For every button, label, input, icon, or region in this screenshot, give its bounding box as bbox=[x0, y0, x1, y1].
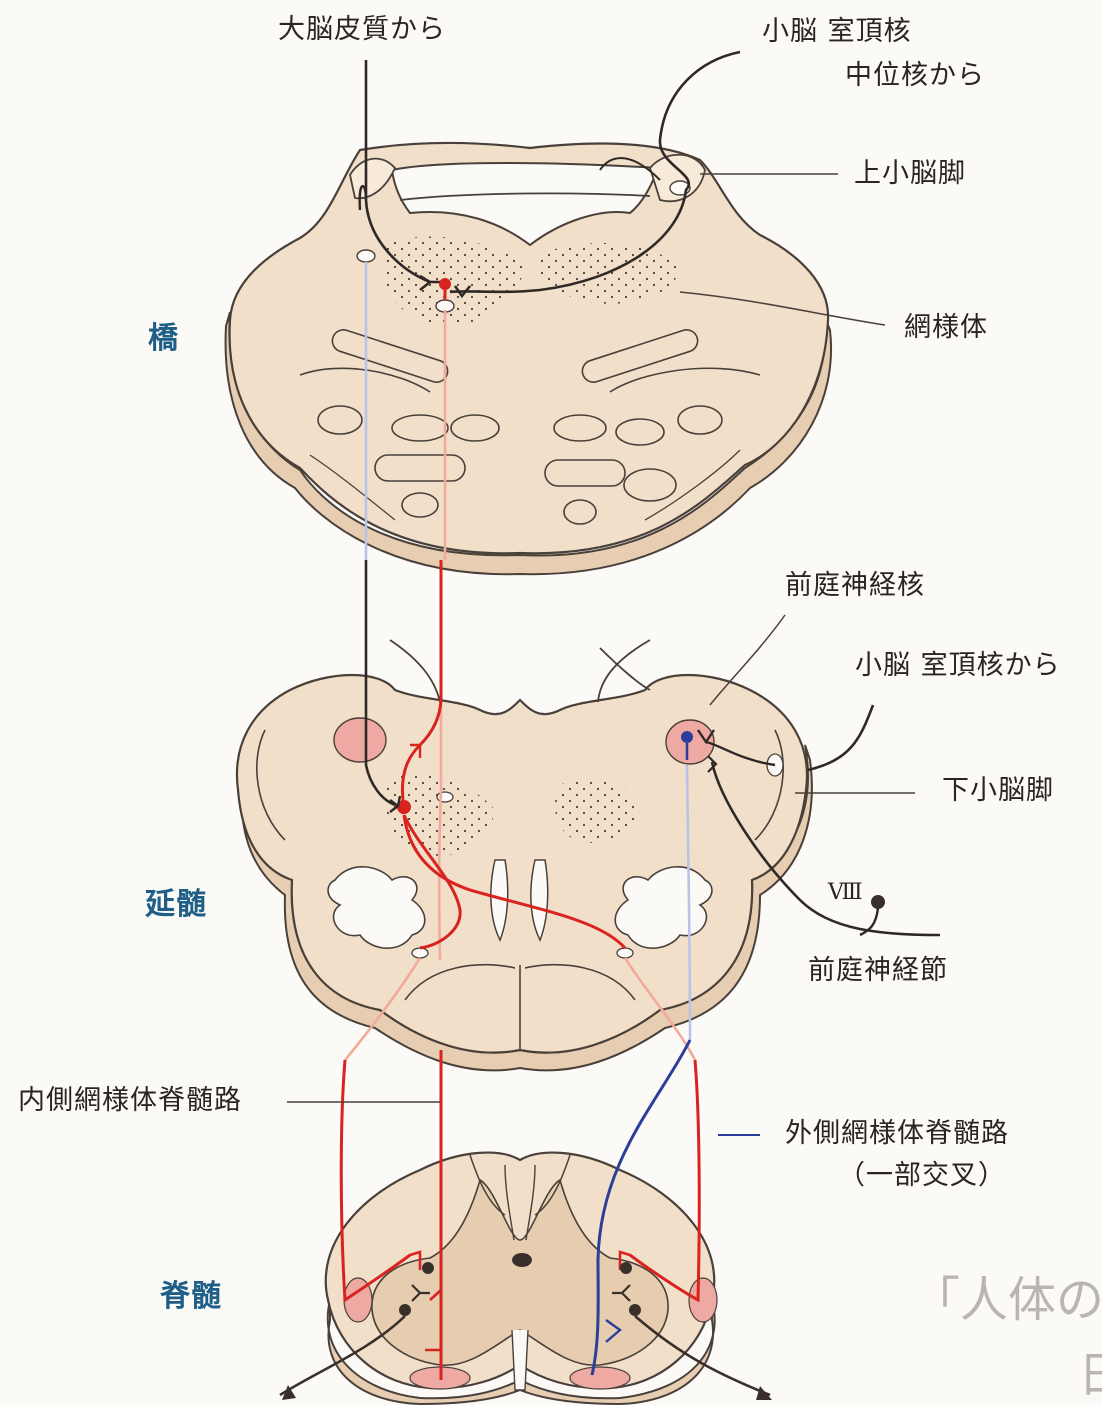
label-lateral-tract-note: （一部交叉） bbox=[838, 1160, 1006, 1191]
label-vestibular-ganglion: 前庭神経節 bbox=[808, 955, 948, 986]
central-canal bbox=[512, 1253, 532, 1267]
label-cn8: Ⅷ bbox=[828, 880, 864, 905]
label-from-cortex: 大脳皮質から bbox=[278, 14, 446, 45]
label-spinal-cord: 脊髄 bbox=[160, 1280, 222, 1315]
label-cerebellum-fastigial: 小脳 室頂核から bbox=[855, 650, 1061, 681]
label-inferior-peduncle: 下小脳脚 bbox=[942, 775, 1054, 806]
watermark-line1: 「人体の bbox=[912, 1260, 1102, 1330]
label-cerebellum-top-1: 小脳 室頂核 bbox=[762, 16, 912, 47]
vestibular-neuron bbox=[681, 731, 693, 743]
vestibular-ganglion-cell bbox=[871, 895, 885, 909]
pontine-reticular-neuron bbox=[439, 278, 451, 290]
medulla-section bbox=[237, 640, 812, 1070]
label-superior-peduncle: 上小脳脚 bbox=[854, 158, 966, 189]
label-medulla: 延髄 bbox=[145, 888, 207, 923]
medulla-vestibular-left bbox=[334, 718, 386, 762]
label-lateral-tract: 外側網様体脊髄路 bbox=[785, 1118, 1009, 1149]
label-pons: 橋 bbox=[148, 322, 179, 357]
label-reticular-formation: 網様体 bbox=[904, 312, 988, 343]
watermark-line2: 日 bbox=[1078, 1335, 1102, 1405]
pons-section bbox=[226, 143, 832, 574]
spinal-cord-section bbox=[326, 1153, 717, 1404]
label-cerebellum-top-2: 中位核から bbox=[845, 60, 985, 91]
label-medial-tract: 内側網様体脊髄路 bbox=[18, 1085, 242, 1116]
label-vestibular-nucleus: 前庭神経核 bbox=[785, 570, 925, 601]
